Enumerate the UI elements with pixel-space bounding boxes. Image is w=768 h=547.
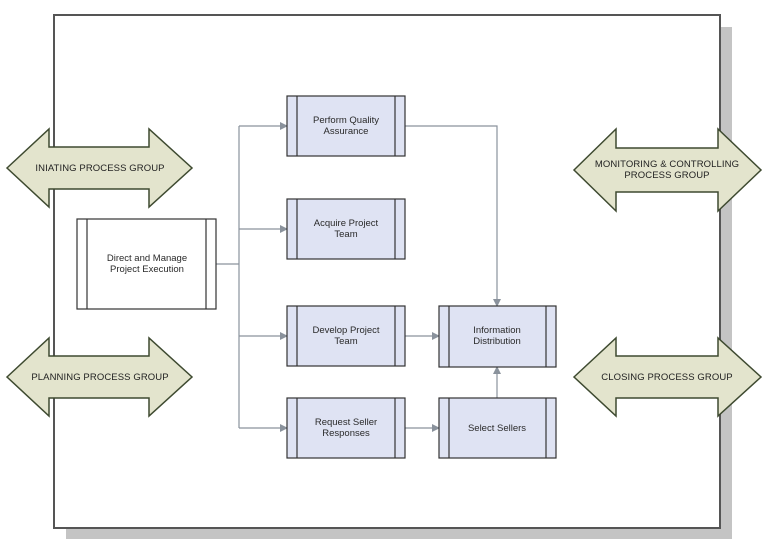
request-seller-label: Request Seller Responses bbox=[314, 417, 378, 439]
info-distribution-label: Information Distribution bbox=[473, 325, 521, 347]
develop-team-box bbox=[286, 305, 406, 367]
perform-quality-label: Perform Quality Assurance bbox=[313, 115, 379, 137]
direct-manage-label: Direct and Manage Project Execution bbox=[106, 253, 188, 275]
monitoring-controlling-process-group-label: MONITORING & CONTROLLING PROCESS GROUP bbox=[594, 159, 740, 181]
connector-quality-to-info bbox=[405, 125, 501, 307]
select-sellers-box bbox=[438, 397, 557, 459]
direct-manage-box bbox=[76, 218, 217, 310]
initiating-process-group-arrow bbox=[5, 127, 194, 209]
develop-team-label: Develop Project Team bbox=[312, 325, 380, 347]
monitoring-controlling-process-group-arrow bbox=[572, 127, 763, 213]
planning-process-group-arrow bbox=[5, 336, 194, 418]
info-distribution-box bbox=[438, 305, 557, 368]
acquire-team-label: Acquire Project Team bbox=[313, 218, 379, 240]
initiating-process-group-label: INIATING PROCESS GROUP bbox=[35, 162, 165, 174]
perform-quality-box bbox=[286, 95, 406, 157]
select-sellers-label: Select Sellers bbox=[467, 422, 527, 434]
closing-process-group-arrow bbox=[572, 336, 763, 418]
request-seller-box bbox=[286, 397, 406, 459]
acquire-team-box bbox=[286, 198, 406, 260]
planning-process-group-label: PLANNING PROCESS GROUP bbox=[31, 371, 169, 383]
closing-process-group-label: CLOSING PROCESS GROUP bbox=[601, 371, 733, 383]
